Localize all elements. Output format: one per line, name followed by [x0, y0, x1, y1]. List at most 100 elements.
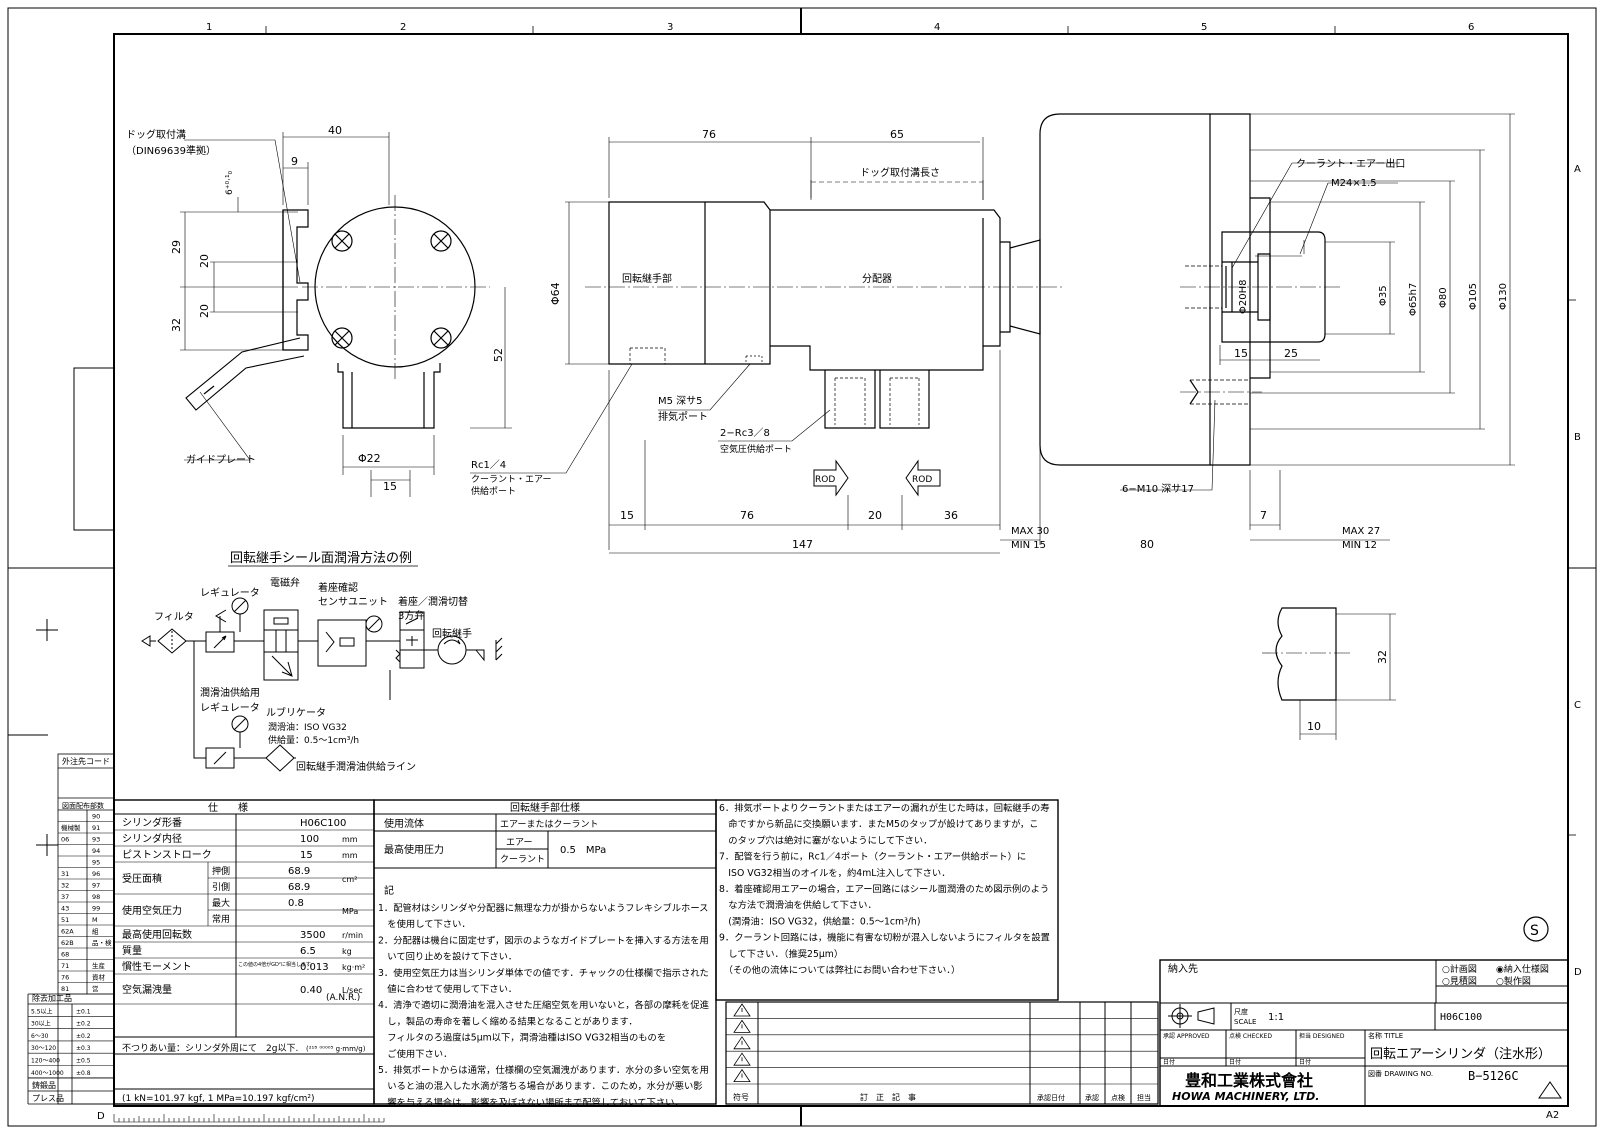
note-right-line: のタップ穴は絶対に塞がないようにして下さい． — [719, 834, 932, 846]
coolant-outlet-label: クーラント・エアー出口 — [1296, 157, 1405, 170]
spec-fit-tol: (²¹⁸ ⁰⁰⁰⁰⁵ g·mm/g) — [306, 1045, 366, 1053]
note-right-line: 命ですから新品に交換願います．またM5のタップが設けてありますが，こ — [719, 818, 1039, 830]
left-row-count: 97 — [92, 882, 100, 890]
revision-triangle — [733, 1052, 751, 1066]
left-row-count: 90 — [92, 813, 100, 821]
grid-col-6: 6 — [1468, 22, 1474, 33]
s-mark: S — [1530, 923, 1539, 939]
dog-groove-std: （DIN69639準拠） — [126, 144, 216, 157]
customer-label: 納入先 — [1168, 962, 1198, 975]
detail-dim-32: 32 — [1376, 650, 1389, 664]
note-line: 5．排気ポートからは通常，仕様欄の空気漏洩があります．水分の多い空気を用 — [378, 1064, 709, 1076]
note-line: 3．使用空気圧力は当シリンダ単体での値です．チャックの仕様欄で指示された — [378, 967, 709, 979]
min-15: MIN 15 — [1011, 540, 1046, 551]
dim-65: 65 — [890, 128, 904, 141]
company-en: HOWA MACHINERY, LTD. — [1172, 1090, 1319, 1103]
note-line: 1．配管材はシリンダや分配器に無理な力が掛からないようフレキシブルホース — [378, 902, 708, 914]
date-label-3: 日付 — [1299, 1058, 1311, 1066]
note-line: いて回り止めを設けて下さい． — [378, 951, 517, 963]
left-row-count: 95 — [92, 859, 100, 867]
left-row-code: 81 — [61, 985, 69, 993]
rev-staff: 担当 — [1137, 1093, 1151, 1102]
note-right-line: （その他の流体については弊社にお問い合わせ下さい．） — [719, 964, 960, 976]
lube-sensor-unit: センサユニット — [318, 596, 388, 608]
left-row-code: 43 — [61, 905, 69, 913]
dog-groove-label: ドッグ取付溝 — [126, 128, 186, 141]
dim-phi64: Φ64 — [549, 282, 562, 305]
spec-value: 0.013 — [300, 962, 329, 973]
dim-20a: 20 — [198, 254, 211, 268]
rod-arrow-right: ROD — [912, 475, 932, 485]
note-right-line: 8．着座確認用エアーの場合，エアー回路にはシール面潤滑のため図示例のよう — [719, 883, 1049, 895]
dim-147: 147 — [792, 538, 813, 551]
spec-sub1: 最大 — [212, 897, 230, 909]
spec-unit: L/sec — [342, 986, 363, 995]
proc-row-tol: ±0.2 — [76, 1021, 91, 1028]
detail-dim-10: 10 — [1307, 720, 1321, 733]
spec-label: 受圧面積 — [122, 872, 162, 885]
rev-approved: 承認 — [1085, 1093, 1099, 1102]
joint-fluid: エアーまたはクーラント — [500, 819, 598, 830]
left-code-table — [27, 753, 115, 1105]
proc-title: 除去加工品 — [32, 993, 72, 1003]
left-row-code: 68 — [61, 951, 69, 959]
joint-spec-table — [373, 799, 1059, 1105]
left-row-code: 51 — [61, 916, 69, 924]
revision-table — [725, 1001, 1159, 1105]
spec-sub2: 常用 — [212, 913, 230, 925]
note-right-line: (潤滑油：ISO VG32，供給量：0.5～1cm³/h) — [719, 915, 920, 927]
grid-row-b: B — [1574, 432, 1581, 443]
dim-9: 9 — [291, 155, 298, 168]
dim-32: 32 — [170, 318, 183, 332]
left-row-count: 品・検 — [92, 938, 112, 947]
rc38-label: 2−Rc3／8 — [720, 427, 770, 439]
left-row-code: 62B — [61, 939, 74, 947]
left-row-code: 76 — [61, 974, 69, 982]
spec-label: 最高使用回転数 — [122, 928, 192, 941]
left-row-code: 32 — [61, 882, 69, 890]
grid-row-d: D — [1574, 967, 1582, 978]
drawing-no-label: 図番 DRAWING NO. — [1368, 1070, 1433, 1078]
grid-col-5: 5 — [1201, 22, 1207, 33]
spec-label: 質量 — [122, 944, 142, 957]
note-line: し，製品の寿命を著しく縮める結果となることがあります． — [378, 1015, 638, 1027]
spec-value: 3500 — [300, 930, 325, 941]
note-line: を使用して下さい． — [378, 918, 471, 930]
dim-20b: 20 — [198, 304, 211, 318]
spec-table — [113, 799, 375, 1105]
dim-25: 25 — [1284, 347, 1298, 360]
proc-row-tol: ±0.3 — [76, 1045, 91, 1052]
dim-15-front: 15 — [383, 480, 397, 493]
proc-row-tol: ±0.1 — [76, 1008, 91, 1015]
scale-ruler — [113, 1114, 385, 1123]
lube-line: 回転継手潤滑油供給ライン — [296, 760, 416, 773]
proc-row-range: 6～30 — [31, 1033, 49, 1040]
front-view — [180, 132, 512, 497]
company-jp: 豊和工業株式會社 — [1185, 1071, 1313, 1090]
spec-value: 6.5 — [300, 946, 316, 957]
dim-phi80: Φ80 — [1438, 287, 1449, 308]
dim-40: 40 — [328, 124, 342, 137]
coolant-supply-label-1: クーラント・エアー — [471, 474, 551, 485]
spec-unit: kg·m² — [342, 963, 365, 972]
opt-estimate: ○見積図 — [1442, 975, 1477, 987]
opt-spec: ◉納入仕様図 — [1496, 963, 1549, 975]
note-right-line: 6．排気ポートよりクーラントまたはエアーの漏れが生じた時は，回転継手の寿 — [719, 802, 1050, 814]
revision-triangle — [733, 1068, 751, 1082]
dog-groove-length: ドッグ取付溝長さ — [860, 166, 940, 179]
model-number: H06C100 — [1440, 1012, 1482, 1023]
note-line: 値に合わせて使用して下さい． — [378, 983, 517, 995]
rc14-label: Rc1／4 — [471, 459, 506, 471]
dim-7: 7 — [1260, 509, 1267, 522]
dim-phi105: Φ105 — [1468, 283, 1479, 310]
note-right-line: 9．クーラント回路には，機能に有害な切粉が混入しないようにフィルタを設置 — [719, 932, 1050, 944]
spec-sub: (A.N.R.) — [326, 993, 360, 1003]
note-line: いると油の混入した水滴が落ちる場合があります．このため，水分が悪い影 — [378, 1080, 703, 1092]
proc-row-range: 400～1000 — [31, 1070, 64, 1077]
dim-phi130: Φ130 — [1498, 283, 1509, 310]
dim-76-top: 76 — [702, 128, 716, 141]
exhaust-port-label: 排気ポート — [658, 410, 708, 423]
lube-solenoid: 電磁弁 — [270, 576, 300, 589]
